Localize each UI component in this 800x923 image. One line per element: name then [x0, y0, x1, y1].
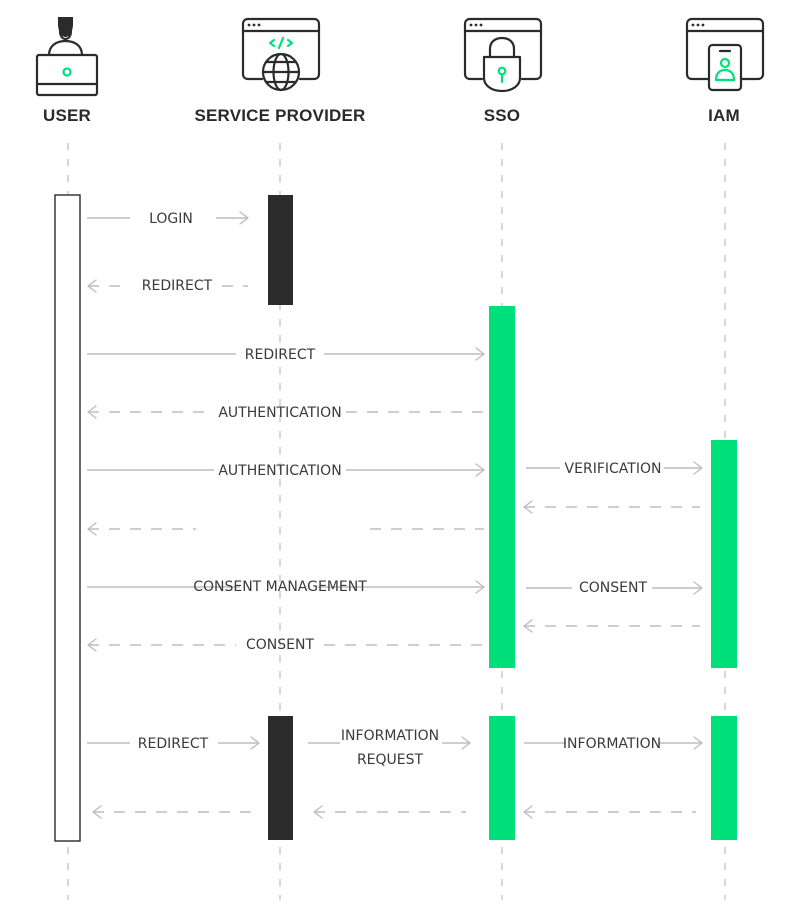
- lifelines: [67, 143, 726, 900]
- message-information: INFORMATION: [524, 736, 703, 752]
- message-return-sso-to-sp: [313, 805, 466, 819]
- message-label: CONSENT: [579, 580, 647, 596]
- message-authentication-return: AUTHENTICATION: [87, 405, 484, 421]
- message-consent: CONSENT MANAGEMENT: [87, 579, 485, 595]
- user-laptop-icon: [35, 17, 99, 97]
- participant-titles: USER SERVICE PROVIDER SSO IAM: [43, 106, 740, 125]
- participant-title-user: USER: [43, 106, 91, 125]
- message-verification-return: [523, 500, 700, 514]
- message-redirect-to-service-provider: REDIRECT: [87, 736, 260, 752]
- message-label: INFORMATION: [563, 736, 661, 752]
- participant-title-service-provider: SERVICE PROVIDER: [194, 106, 365, 125]
- message-label: AUTHENTICATION: [218, 463, 341, 479]
- message-label: REDIRECT: [245, 347, 316, 363]
- message-redirect-return-2: CONSENT: [87, 637, 484, 653]
- activation-iam-2: [711, 716, 737, 840]
- activation-sso-1: [489, 306, 515, 668]
- browser-padlock-icon: [463, 17, 543, 93]
- message-return-iam-to-sso: [523, 805, 696, 819]
- activation-bars: [54, 194, 737, 842]
- message-label: CONSENT MANAGEMENT: [193, 579, 367, 595]
- activation-iam-1: [711, 440, 737, 668]
- message-label: INFORMATION REQUEST: [340, 728, 440, 768]
- message-authentication: AUTHENTICATION: [87, 463, 485, 479]
- message-label: LOGIN: [149, 211, 193, 227]
- browser-mobile-identity-icon: [685, 17, 765, 92]
- message-return-sp-to-user: [92, 805, 258, 819]
- message-label: REDIRECT: [142, 278, 213, 294]
- message-verification: VERIFICATION: [526, 461, 703, 477]
- message-label: VERIFICATION: [565, 461, 662, 477]
- activation-user: [54, 194, 81, 842]
- message-label: AUTHENTICATION: [218, 405, 341, 421]
- message-information-request: INFORMATION REQUEST: [308, 728, 471, 768]
- activation-service-provider-2: [268, 716, 293, 840]
- messages: LOGIN REDIRECT REDIRECT AUTHENTICATION: [87, 211, 703, 819]
- message-label-wrap: INFORMATION REQUEST: [340, 728, 440, 768]
- message-consent-management: [87, 522, 484, 536]
- participant-title-sso: SSO: [484, 106, 521, 125]
- message-login: LOGIN: [87, 211, 249, 227]
- message-label: REDIRECT: [138, 736, 209, 752]
- participant-title-iam: IAM: [708, 106, 740, 125]
- message-label: CONSENT: [246, 637, 314, 653]
- browser-globe-icon: [241, 17, 321, 92]
- message-consent-iam-return: [523, 619, 700, 633]
- message-consent-iam: CONSENT: [526, 580, 703, 596]
- activation-service-provider-1: [268, 195, 293, 305]
- activation-sso-2: [489, 716, 515, 840]
- message-redirect-return-1: REDIRECT: [87, 278, 248, 294]
- message-redirect-to-sso: REDIRECT: [87, 347, 485, 363]
